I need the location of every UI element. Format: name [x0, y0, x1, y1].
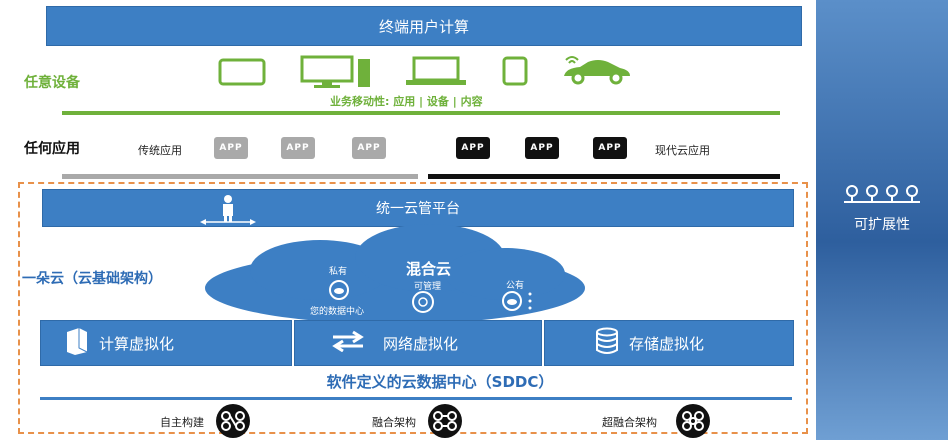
app-badge-traditional-2: APP [281, 137, 315, 159]
self-built-node-icon [216, 404, 250, 438]
unified-cloud-management-label: 统一云管平台 [376, 201, 460, 217]
app-badge-modern-3: APP [593, 137, 627, 159]
converged-label: 融合架构 [372, 416, 416, 429]
network-arrows-icon [331, 330, 365, 356]
app-badge-modern-1: APP [456, 137, 490, 159]
network-virtualization-label: 网络虚拟化 [383, 334, 459, 353]
compute-virtualization-box: 计算虚拟化 [40, 320, 292, 366]
laptop-icon [404, 56, 468, 90]
mobility-text: 业务移动性: 应用 | 设备 | 内容 [330, 95, 483, 108]
manageable-icon [410, 290, 436, 318]
tablet-icon [502, 56, 528, 90]
blue-divider [40, 397, 792, 400]
one-cloud-label: 一朵云（云基础架构） [22, 271, 162, 287]
gray-divider [62, 174, 418, 179]
any-device-label: 任意设备 [24, 75, 80, 91]
self-built-label: 自主构建 [160, 416, 204, 429]
app-badge-traditional-1: APP [214, 137, 248, 159]
desktop-icon [300, 55, 374, 93]
database-icon [595, 327, 619, 359]
any-app-label: 任何应用 [24, 141, 80, 157]
storage-virtualization-label: 存储虚拟化 [629, 334, 705, 353]
private-cloud-label: 私有 [329, 267, 348, 277]
hyper-converged-node-icon [676, 404, 710, 438]
storage-virtualization-box: 存储虚拟化 [544, 320, 794, 366]
private-cloud-icon [328, 279, 350, 305]
car-icon [560, 52, 632, 90]
converged-node-icon [428, 404, 462, 438]
private-cloud-sublabel: 您的数据中心 [310, 307, 365, 317]
public-cloud-label: 公有 [506, 281, 525, 291]
end-user-computing-label: 终端用户计算 [378, 17, 469, 36]
network-virtualization-box: 网络虚拟化 [294, 320, 542, 366]
black-divider [428, 174, 780, 179]
scalability-icon [842, 184, 922, 212]
scalability-panel: 可扩展性 [816, 0, 948, 440]
hybrid-cloud-shape [200, 222, 590, 330]
manageable-label: 可管理 [414, 282, 442, 292]
end-user-computing-bar: 终端用户计算 [46, 6, 802, 46]
public-cloud-icon [500, 290, 536, 316]
server-icon [65, 326, 89, 360]
hyper-converged-label: 超融合架构 [602, 416, 657, 429]
sddc-dashed-frame [18, 182, 808, 434]
person-arrows-icon [198, 194, 258, 230]
app-badge-modern-2: APP [525, 137, 559, 159]
compute-virtualization-label: 计算虚拟化 [99, 334, 175, 353]
traditional-app-label: 传统应用 [138, 144, 182, 157]
green-divider [62, 111, 780, 115]
monitor-icon [218, 58, 266, 90]
sddc-title: 软件定义的云数据中心（SDDC） [326, 373, 554, 391]
scalability-label: 可扩展性 [854, 217, 910, 233]
app-badge-traditional-3: APP [352, 137, 386, 159]
modern-app-label: 现代云应用 [655, 144, 710, 157]
hybrid-cloud-title: 混合云 [406, 260, 452, 278]
